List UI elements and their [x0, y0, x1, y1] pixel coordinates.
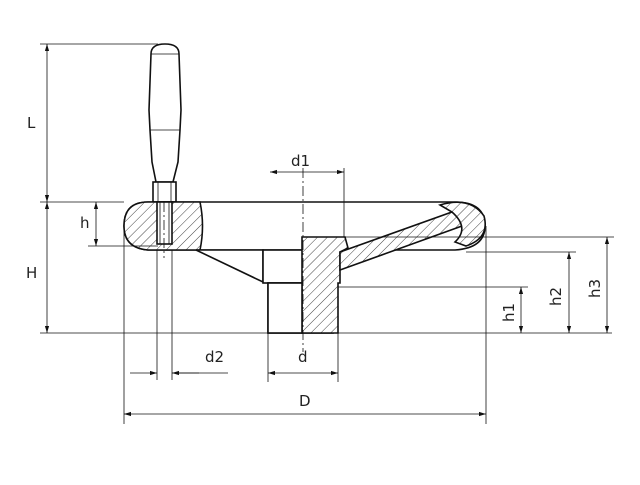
- dimension-d: d: [267, 333, 339, 382]
- label-D: D: [299, 392, 311, 410]
- dimension-H: H: [26, 202, 612, 334]
- label-h1: h1: [500, 303, 518, 322]
- label-h2: h2: [547, 287, 565, 306]
- dimension-h3: h3: [345, 236, 614, 333]
- label-d: d: [298, 348, 308, 366]
- hub-section: [301, 236, 349, 334]
- label-L: L: [27, 114, 36, 132]
- handle-grip: [148, 43, 182, 183]
- dimension-h: h: [80, 202, 158, 247]
- label-d2: d2: [205, 348, 224, 366]
- handwheel-body: [123, 201, 486, 334]
- centre-lines: [163, 168, 304, 352]
- dimension-h2: h2: [466, 251, 576, 333]
- label-h: h: [80, 214, 90, 232]
- spoke-left: [195, 249, 264, 284]
- dimension-d1: d1: [270, 152, 345, 237]
- label-d1: d1: [291, 152, 310, 170]
- dimension-L: L: [27, 43, 158, 203]
- label-h3: h3: [586, 279, 604, 298]
- handle-stud: [156, 201, 173, 245]
- rim-section-right: [438, 201, 486, 247]
- bore: [267, 282, 303, 334]
- dimension-D: D: [123, 226, 487, 424]
- dimension-d2: d2: [130, 250, 228, 380]
- handle-hex-nut: [152, 181, 177, 203]
- dimension-h1: h1: [338, 286, 528, 333]
- label-H: H: [26, 264, 37, 282]
- revolving-handle: [148, 43, 182, 203]
